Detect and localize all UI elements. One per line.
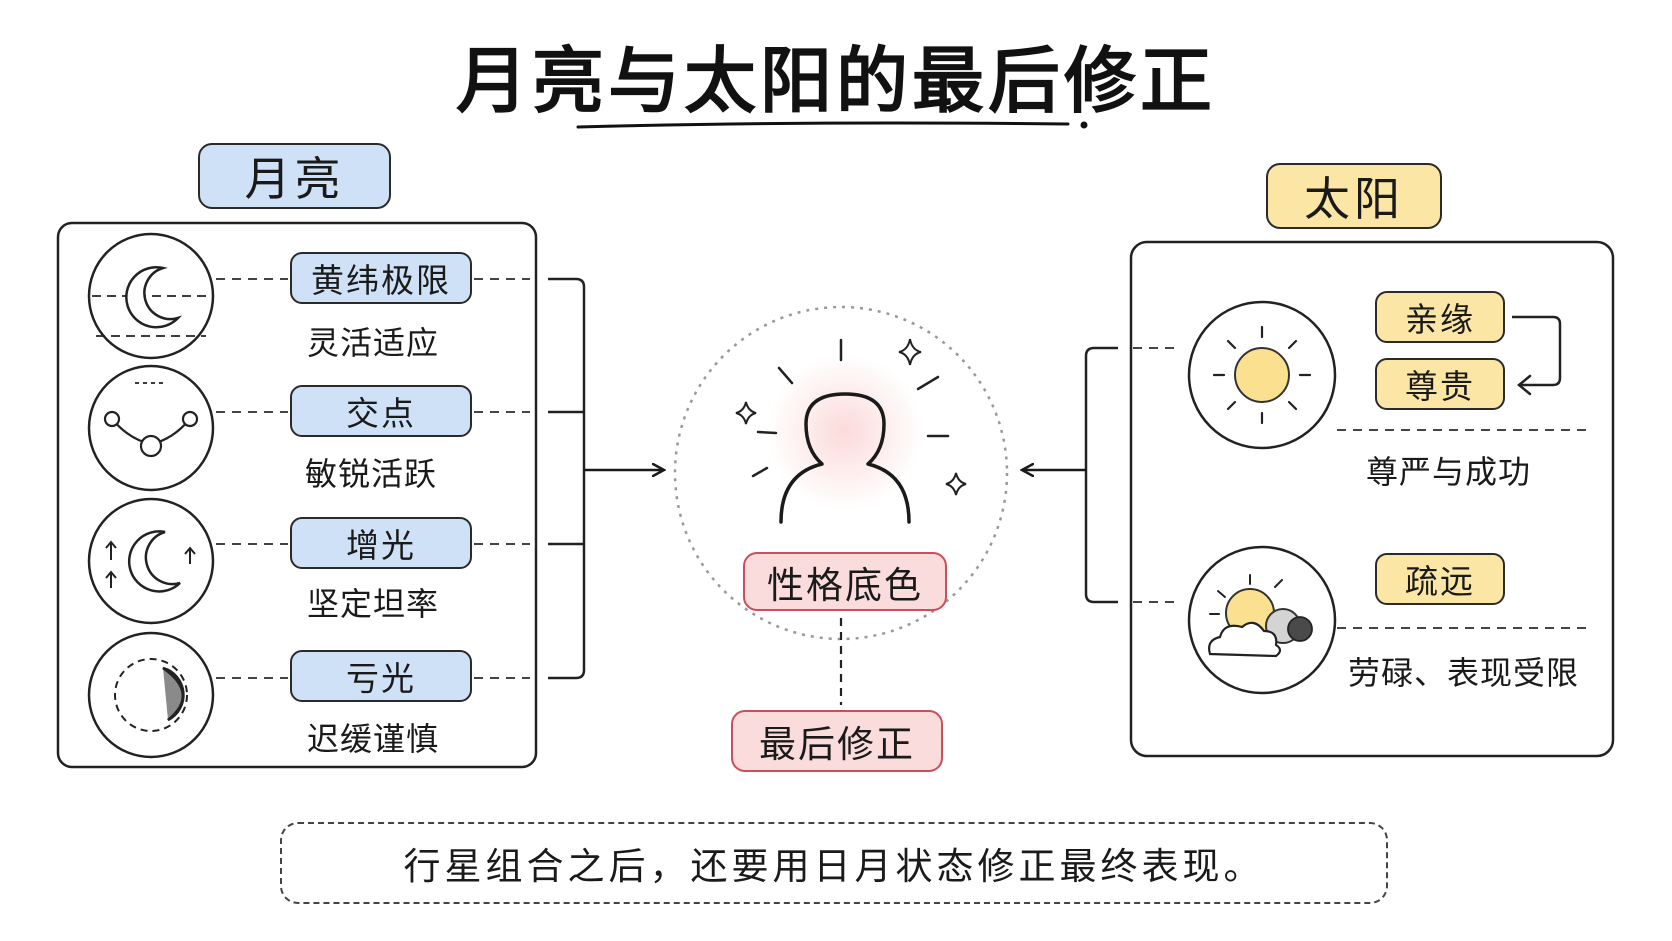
sun-desc-favorable: 尊严与成功 <box>1366 453 1532 491</box>
sun-tag-dignity: 尊贵 <box>1375 358 1505 410</box>
center-circle <box>673 305 1009 641</box>
center-label: 性格底色 <box>743 552 947 611</box>
sun-panel <box>1129 240 1615 758</box>
sparkle-icons <box>735 338 967 496</box>
sun-tag-distant: 疏远 <box>1375 553 1505 605</box>
moon-desc-latitude: 灵活适应 <box>307 324 440 362</box>
sun-tag-kinship: 亲缘 <box>1375 291 1505 343</box>
sun-connectors <box>1133 347 1591 629</box>
moon-desc-waxing: 坚定坦率 <box>307 585 440 623</box>
crescent-moon-icon <box>87 232 215 360</box>
title-underline <box>576 121 1070 129</box>
radiance-lines <box>751 338 950 478</box>
sun-behind-cloud-icon <box>1187 545 1337 695</box>
page-title: 月亮与太阳的最后修正 <box>455 39 1216 123</box>
title-underline-dot <box>1080 121 1088 129</box>
person-glow-icon <box>779 392 911 524</box>
moon-tag-waxing: 增光 <box>290 517 472 569</box>
moon-tag-latitude: 黄纬极限 <box>290 252 472 304</box>
waxing-moon-icon <box>87 497 215 625</box>
footer-text: 行星组合之后，还要用日月状态修正最终表现。 <box>403 845 1265 888</box>
sun-desc-unfavorable: 劳碌、表现受限 <box>1348 654 1580 692</box>
footer-note: 行星组合之后，还要用日月状态修正最终表现。 <box>280 822 1388 904</box>
sun-tag-bracket <box>1512 315 1562 387</box>
moon-connectors <box>216 278 530 679</box>
node-network-icon <box>87 364 215 492</box>
moon-panel <box>56 221 538 769</box>
waning-moon-icon <box>87 631 215 759</box>
moon-desc-node: 敏锐活跃 <box>305 455 438 493</box>
moon-section-label: 月亮 <box>198 143 391 209</box>
moon-desc-waning: 迟缓谨慎 <box>307 720 440 758</box>
moon-tag-node: 交点 <box>290 385 472 437</box>
sun-icon <box>1187 300 1337 450</box>
moon-bracket <box>548 277 586 680</box>
final-correction-label: 最后修正 <box>731 710 943 772</box>
sun-tag-bracket-arrowhead <box>1517 374 1532 396</box>
moon-tag-waning: 亏光 <box>290 650 472 702</box>
sun-section-label: 太阳 <box>1266 163 1442 229</box>
sun-bracket <box>1084 346 1118 604</box>
